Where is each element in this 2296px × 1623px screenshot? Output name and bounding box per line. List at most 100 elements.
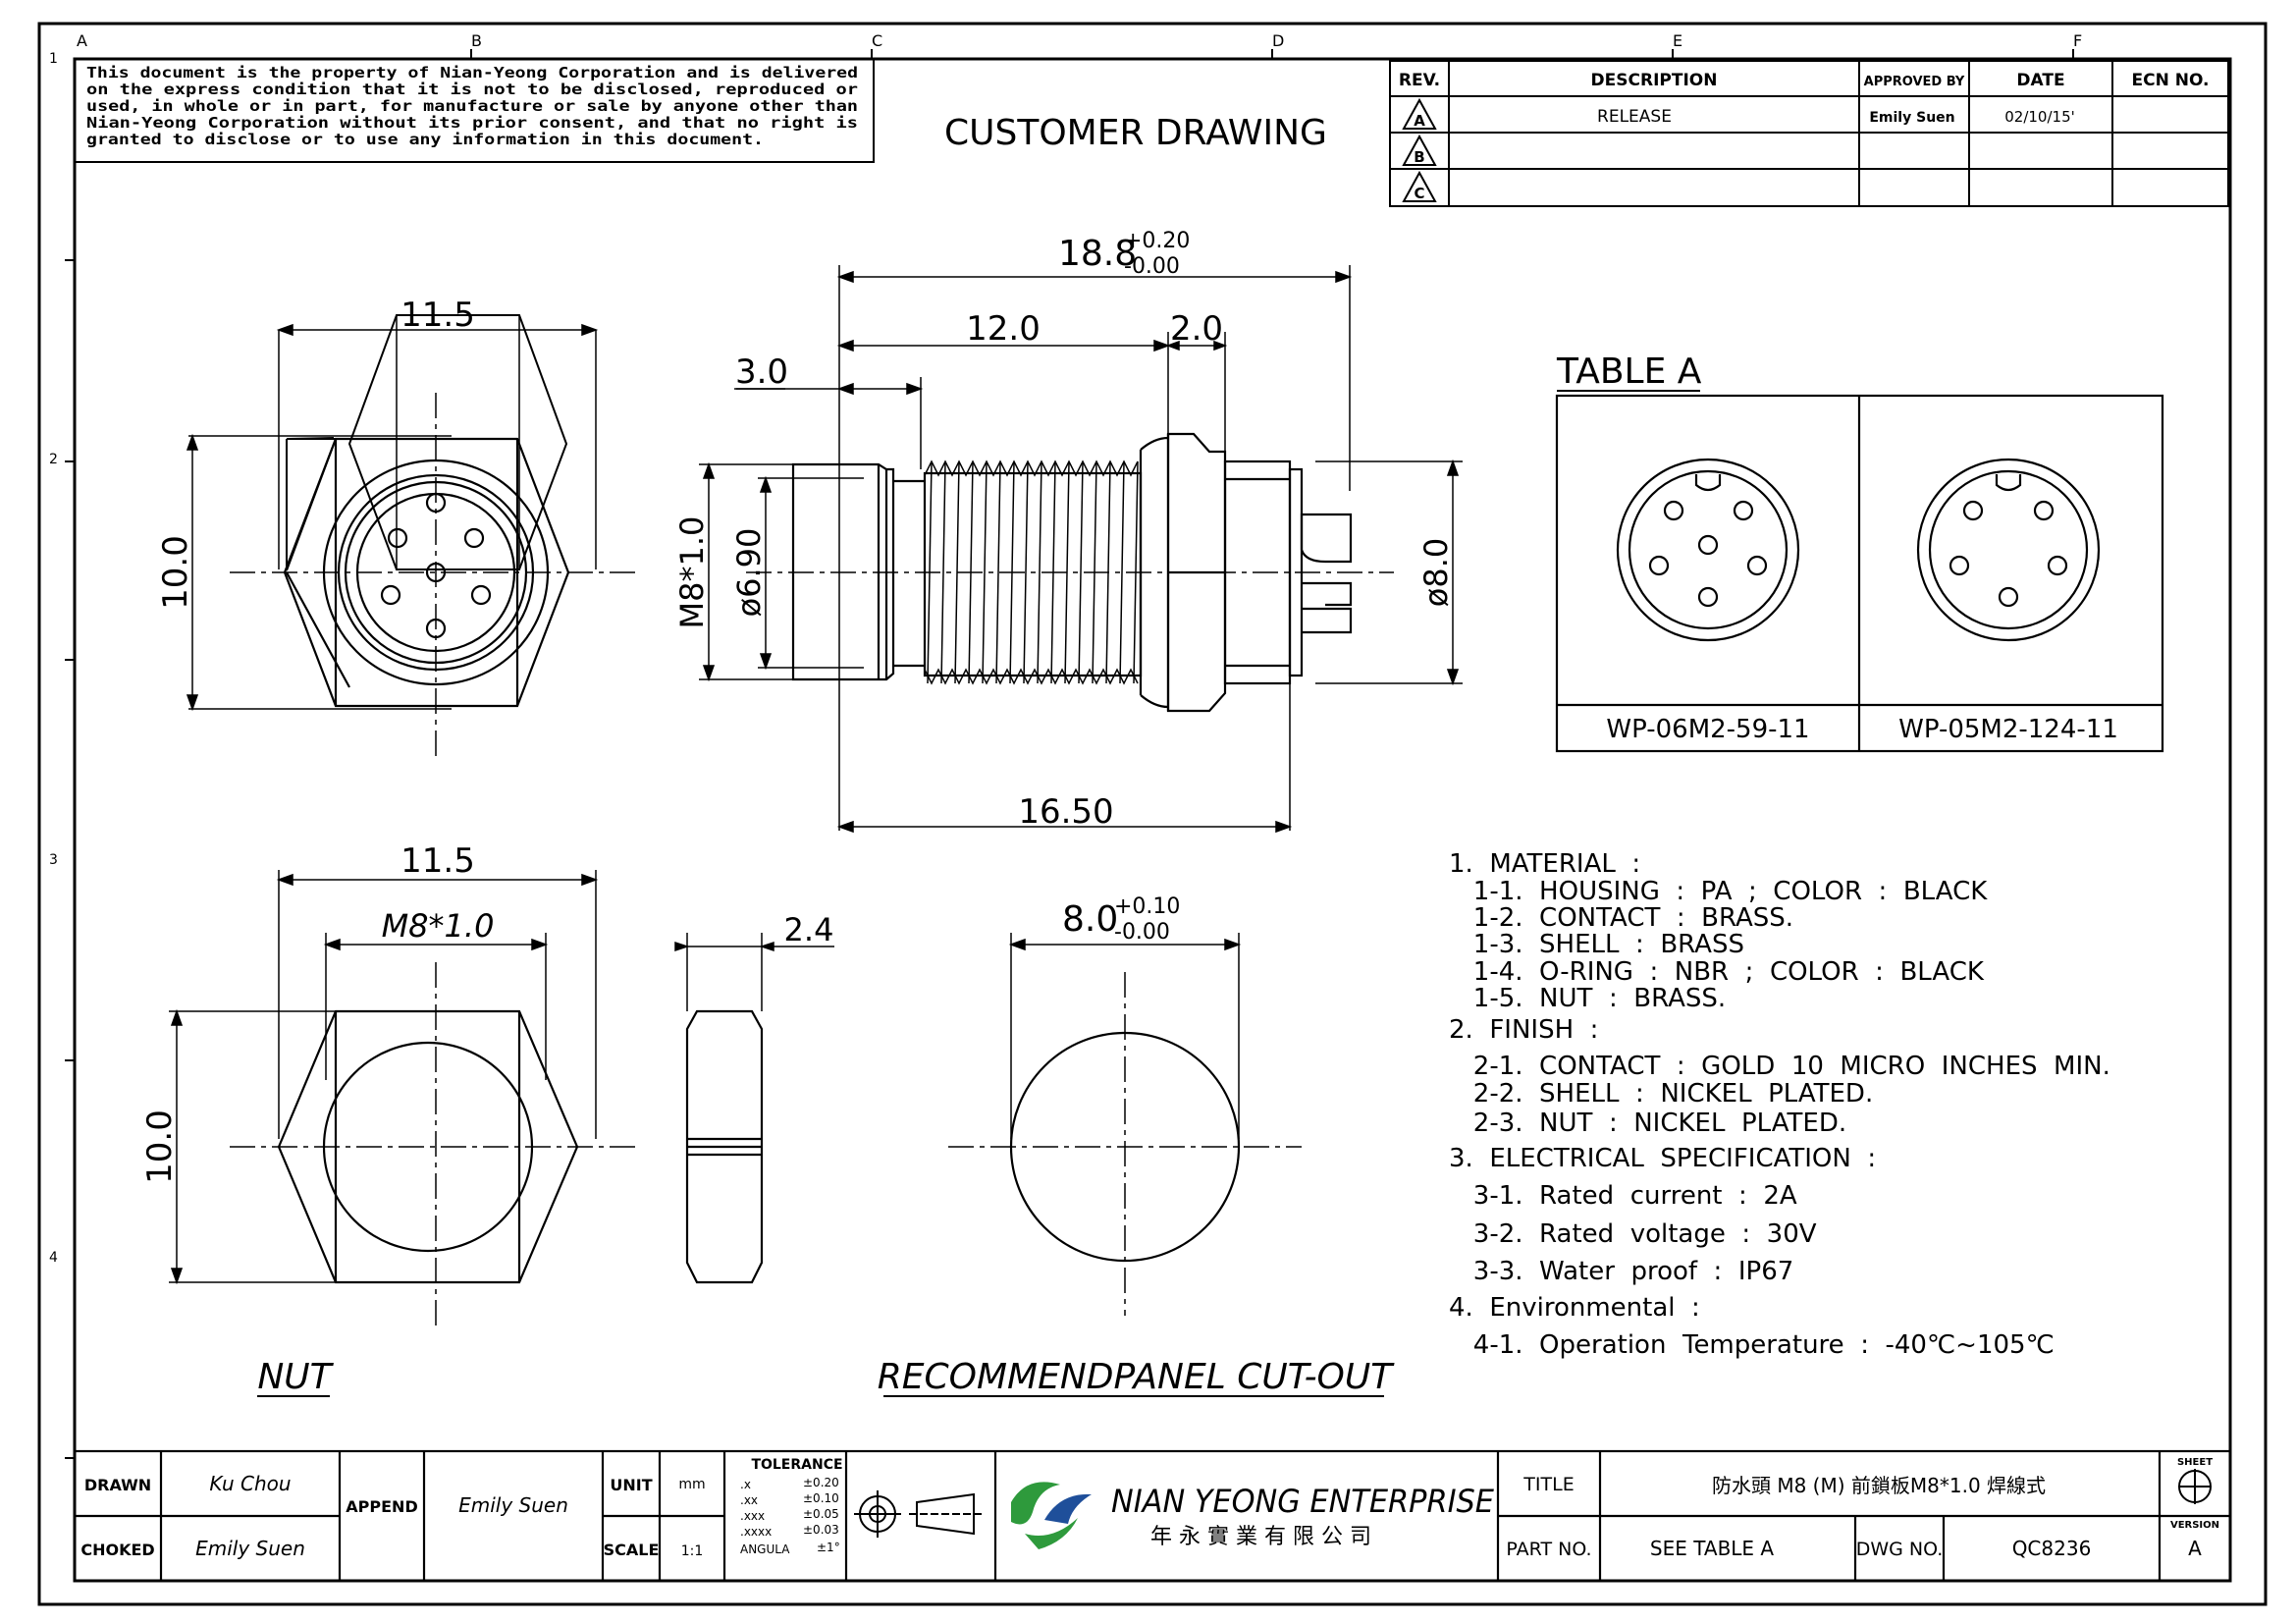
col-label-d: D	[1272, 31, 1284, 50]
rear-diameter-dim: ø8.0	[1417, 538, 1455, 607]
thread-line	[1037, 460, 1042, 684]
revision-table	[1389, 60, 2229, 207]
thread-line	[1078, 460, 1084, 684]
tolerance-key: .xxxx	[740, 1525, 772, 1539]
thread-line	[982, 460, 988, 684]
tolerance-key: ANGULA	[740, 1542, 790, 1556]
rev-a-approved: Emily Suen	[1869, 110, 1954, 126]
unit-value: mm	[678, 1477, 705, 1492]
col-label-b: B	[471, 31, 482, 50]
projection-symbol-icon	[854, 1490, 982, 1538]
spec-line: 1-3. SHELL : BRASS	[1449, 930, 1744, 959]
thread-spec-dim: M8*1.0	[673, 516, 711, 629]
tolerance-value: ±1°	[817, 1541, 840, 1554]
column-markers	[470, 49, 2074, 59]
table-a	[1555, 394, 2164, 753]
date-header: DATE	[2016, 71, 2064, 90]
table-a-part-2: WP-05M2-124-11	[1898, 715, 2118, 744]
thread-length-dim: 12.0	[966, 309, 1041, 349]
spec-line: 4-1. Operation Temperature : -40℃~105℃	[1449, 1330, 2055, 1360]
thread-line	[1119, 460, 1125, 684]
drawn-value: Ku Chou	[209, 1472, 291, 1495]
pinout-6pin	[1616, 458, 1800, 642]
sheet-label: SHEET	[2177, 1457, 2213, 1468]
cutout-diameter-dim: 8.0	[1062, 899, 1118, 940]
nut-dimensions	[169, 870, 599, 1285]
rev-a-description: RELEASE	[1597, 107, 1672, 127]
sheet-symbol-icon	[2178, 1469, 2212, 1504]
tolerance-key: .xxx	[740, 1509, 765, 1523]
notice-line: on the express condition that it is not …	[86, 81, 858, 98]
spec-notes: 1. MATERIAL : 1-1. HOUSING : PA ; COLOR …	[1449, 849, 2110, 1360]
col-label-c: C	[872, 31, 882, 50]
tolerance-value: ±0.10	[803, 1491, 839, 1505]
front-dimensions	[186, 323, 599, 712]
tolerance-title: TOLERANCE	[751, 1457, 842, 1473]
nut-offset-dim: 2.0	[1170, 309, 1223, 349]
thread-line	[995, 460, 1001, 684]
ownership-notice: This document is the property of Nian-Ye…	[86, 64, 858, 148]
description-header: DESCRIPTION	[1591, 71, 1718, 90]
nut-height-dim: 10.0	[140, 1109, 180, 1184]
spec-line: 1-5. NUT : BRASS.	[1449, 984, 1726, 1013]
spec-line: 4. Environmental :	[1449, 1293, 1700, 1323]
cutout-dimensions	[1008, 933, 1242, 1139]
pin-hole	[463, 527, 485, 549]
scale-value: 1:1	[681, 1543, 704, 1559]
row-markers	[65, 259, 75, 1459]
thread-crest-line	[924, 460, 1139, 477]
company-logo-icon	[1011, 1482, 1092, 1549]
col-label-f: F	[2073, 31, 2082, 50]
front-hex	[286, 571, 350, 688]
title-value: 防水頭 M8 (M) 前鎖板M8*1.0 焊線式	[1712, 1474, 2046, 1497]
spec-line: 1. MATERIAL :	[1449, 849, 1640, 879]
approved-header: APPROVED BY	[1864, 75, 1965, 89]
drawing-title: CUSTOMER DRAWING	[944, 113, 1327, 153]
tip-diameter-dim: ø6.90	[730, 528, 768, 618]
title-block	[73, 1449, 2232, 1583]
part-no-label: PART NO.	[1506, 1539, 1591, 1560]
notice-line: used, in whole or in part, for manufactu…	[86, 97, 858, 115]
front-width-dim: 11.5	[400, 296, 475, 335]
overall-length-dim: 18.8	[1058, 234, 1137, 274]
pin-hole	[470, 584, 492, 606]
tolerance-value: ±0.05	[803, 1507, 839, 1521]
spec-line: 3. ELECTRICAL SPECIFICATION :	[1449, 1144, 1876, 1173]
spec-line: 3-2. Rated voltage : 30V	[1449, 1219, 1817, 1249]
rev-a-letter: A	[1414, 112, 1425, 130]
rev-b-letter: B	[1414, 148, 1424, 166]
tolerance-key: .x	[740, 1478, 751, 1491]
row-label-3: 3	[49, 852, 58, 868]
rev-a-date: 02/10/15'	[2004, 108, 2075, 126]
nut-side-view	[685, 1009, 764, 1284]
nut-view-label: NUT	[257, 1357, 334, 1397]
ecn-header: ECN NO.	[2132, 71, 2210, 90]
unit-label: UNIT	[610, 1476, 652, 1494]
spec-line: 1-4. O-RING : NBR ; COLOR : BLACK	[1449, 957, 1985, 987]
rev-c-letter: C	[1414, 185, 1424, 202]
body-length-dim: 16.50	[1018, 792, 1113, 832]
tip-length-dim: 3.0	[735, 352, 788, 392]
notice-line: Nian-Yeong Corporation without its prior…	[86, 114, 858, 132]
nut-thread-dim: M8*1.0	[382, 907, 495, 945]
append-value: Emily Suen	[458, 1493, 568, 1517]
spec-line: 1-2. CONTACT : BRASS.	[1449, 903, 1793, 933]
spec-line: 2-1. CONTACT : GOLD 10 MICRO INCHES MIN.	[1449, 1052, 2110, 1081]
nut-centerlines	[230, 962, 638, 1325]
scale-label: SCALE	[604, 1541, 660, 1559]
thread-crest-line	[924, 668, 1139, 685]
thread-line	[1023, 460, 1029, 684]
row-label-2: 2	[49, 452, 58, 467]
tolerance-rows: .x ±0.20 .xx ±0.10 .xxx ±0.05 .xxxx ±0.0…	[740, 1476, 840, 1556]
front-centerlines	[230, 393, 638, 756]
nut-width-dim: 11.5	[400, 841, 475, 881]
hex-outline	[347, 314, 568, 570]
append-label: APPEND	[346, 1497, 417, 1516]
cutout-centerlines	[948, 972, 1302, 1316]
dwg-no-value: QC8236	[2012, 1537, 2092, 1560]
spec-line: 3-3. Water proof : IP67	[1449, 1257, 1793, 1286]
notice-box	[74, 58, 875, 163]
tolerance-key: .xx	[740, 1493, 758, 1507]
cutout-view-label: RECOMMENDPANEL CUT-OUT	[878, 1357, 1395, 1397]
